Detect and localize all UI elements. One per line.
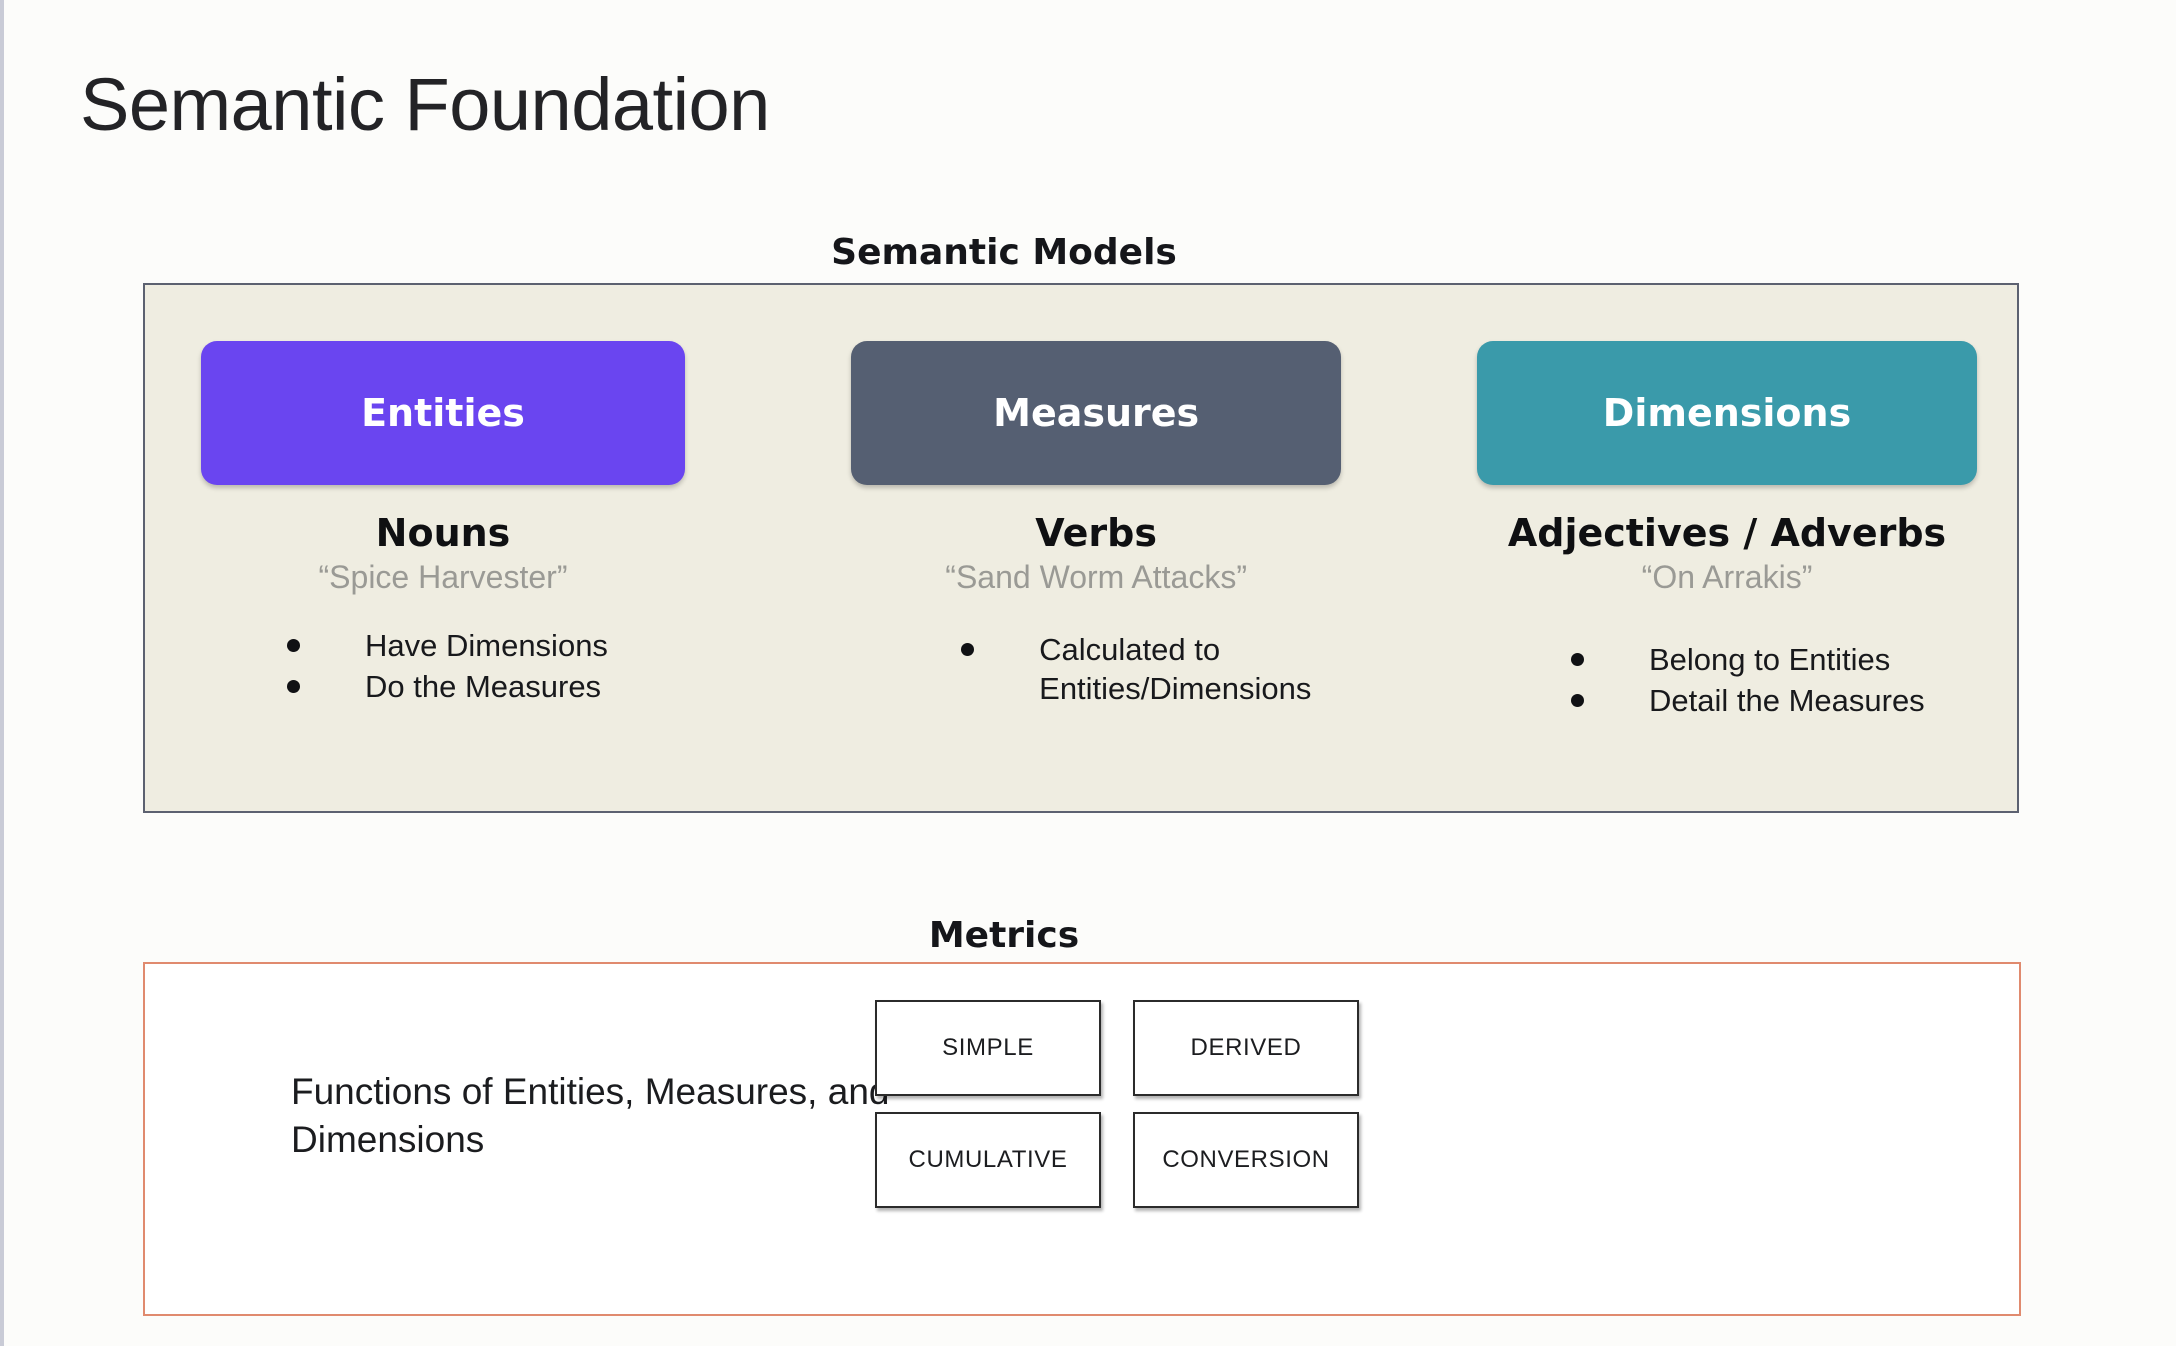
bullet-icon	[287, 680, 300, 694]
page-title: Semantic Foundation	[80, 63, 770, 146]
entities-example-quote: “Spice Harvester”	[318, 559, 568, 595]
semantic-models-columns: Entities Nouns “Spice Harvester” Have Di…	[145, 285, 2017, 811]
list-item: Calculated to Entities/Dimensions	[961, 630, 1361, 708]
bullet-icon	[1571, 653, 1584, 666]
entities-bullet-list: Have Dimensions Do the Measures	[287, 626, 737, 706]
measures-heading: Verbs	[1035, 511, 1157, 555]
metric-type-conversion[interactable]: CONVERSION	[1133, 1112, 1359, 1208]
semantic-models-header: Semantic Models	[831, 232, 1177, 273]
bullet-icon	[1571, 694, 1584, 708]
entities-heading: Nouns	[375, 511, 511, 555]
list-item-label: Do the Measures	[365, 669, 602, 705]
metric-type-grid: SIMPLE DERIVED CUMULATIVE CONVERSION	[875, 1000, 1359, 1208]
semantic-column-measures: Measures Verbs “Sand Worm Attacks” Calcu…	[783, 285, 1421, 710]
list-item-label: Have Dimensions	[365, 628, 608, 663]
metric-type-simple[interactable]: SIMPLE	[875, 1000, 1101, 1096]
list-item: Belong to Entities	[1571, 640, 1977, 679]
dimensions-heading: Adjectives / Adverbs	[1507, 511, 1947, 555]
dimensions-bullet-list: Belong to Entities Detail the Measures	[1571, 640, 1977, 720]
measures-chip[interactable]: Measures	[851, 341, 1342, 485]
dimensions-example-quote: “On Arrakis”	[1641, 559, 1813, 595]
semantic-models-panel: Entities Nouns “Spice Harvester” Have Di…	[143, 283, 2019, 813]
list-item: Have Dimensions	[287, 626, 737, 665]
metric-type-derived[interactable]: DERIVED	[1133, 1000, 1359, 1096]
list-item-label: Belong to Entities	[1649, 642, 1891, 677]
list-item-label: Detail the Measures	[1649, 683, 1925, 719]
metric-type-cumulative[interactable]: CUMULATIVE	[875, 1112, 1101, 1208]
semantic-column-entities: Entities Nouns “Spice Harvester” Have Di…	[145, 285, 783, 708]
metrics-description: Functions of Entities, Measures, and Dim…	[291, 1071, 890, 1161]
bullet-icon	[287, 639, 300, 652]
list-item: Detail the Measures	[1571, 681, 1977, 720]
list-item-label: Calculated to Entities/Dimensions	[1039, 632, 1312, 707]
semantic-column-dimensions: Dimensions Adjectives / Adverbs “On Arra…	[1421, 285, 2017, 722]
dimensions-chip[interactable]: Dimensions	[1477, 341, 1977, 485]
entities-chip[interactable]: Entities	[201, 341, 685, 485]
measures-bullet-list: Calculated to Entities/Dimensions	[961, 630, 1361, 708]
measures-example-quote: “Sand Worm Attacks”	[945, 559, 1247, 595]
metrics-header: Metrics	[928, 915, 1080, 956]
bullet-icon	[961, 643, 975, 656]
list-item: Do the Measures	[287, 667, 737, 706]
metrics-panel: Functions of Entities, Measures, and Dim…	[143, 962, 2021, 1316]
